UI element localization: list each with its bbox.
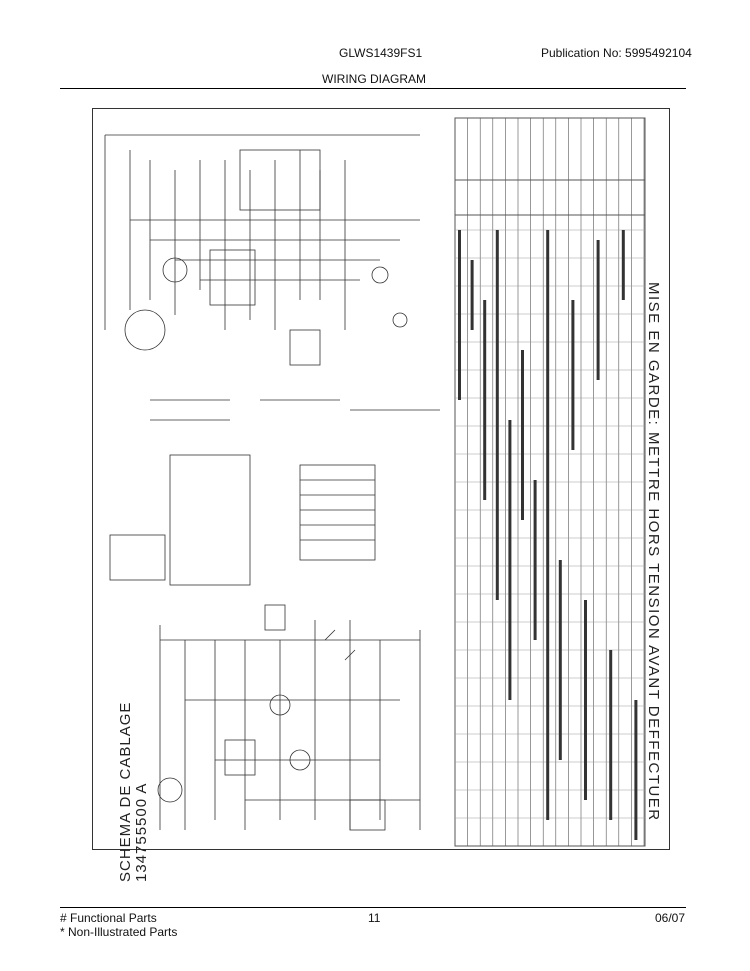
schematic-top: [104, 134, 440, 421]
schema-title-block: SCHEMA DE CABLAGE 134755500 A: [117, 701, 150, 882]
functional-parts-note: # Functional Parts: [60, 911, 157, 925]
schema-number: 134755500 A: [133, 782, 150, 882]
schematic-bottom: [157, 604, 421, 831]
warning-text: MISE EN GARDE: METTRE HORS TENSION AVANT…: [645, 282, 662, 822]
footer-rule: [60, 907, 686, 908]
publication-number: Publication No: 5995492104: [541, 46, 692, 60]
schema-title: SCHEMA DE CABLAGE: [117, 701, 134, 882]
page-number: 11: [368, 911, 381, 925]
revision-date: 06/07: [655, 911, 686, 925]
wiring-diagram-frame: [92, 108, 670, 850]
timer-chart: [454, 117, 646, 847]
model-number: GLWS1439FS1: [339, 46, 423, 60]
header-rule: [60, 88, 686, 89]
page-title: WIRING DIAGRAM: [322, 72, 426, 86]
schematic-legend: [109, 454, 376, 586]
non-illustrated-parts-note: * Non-Illustrated Parts: [60, 925, 178, 939]
